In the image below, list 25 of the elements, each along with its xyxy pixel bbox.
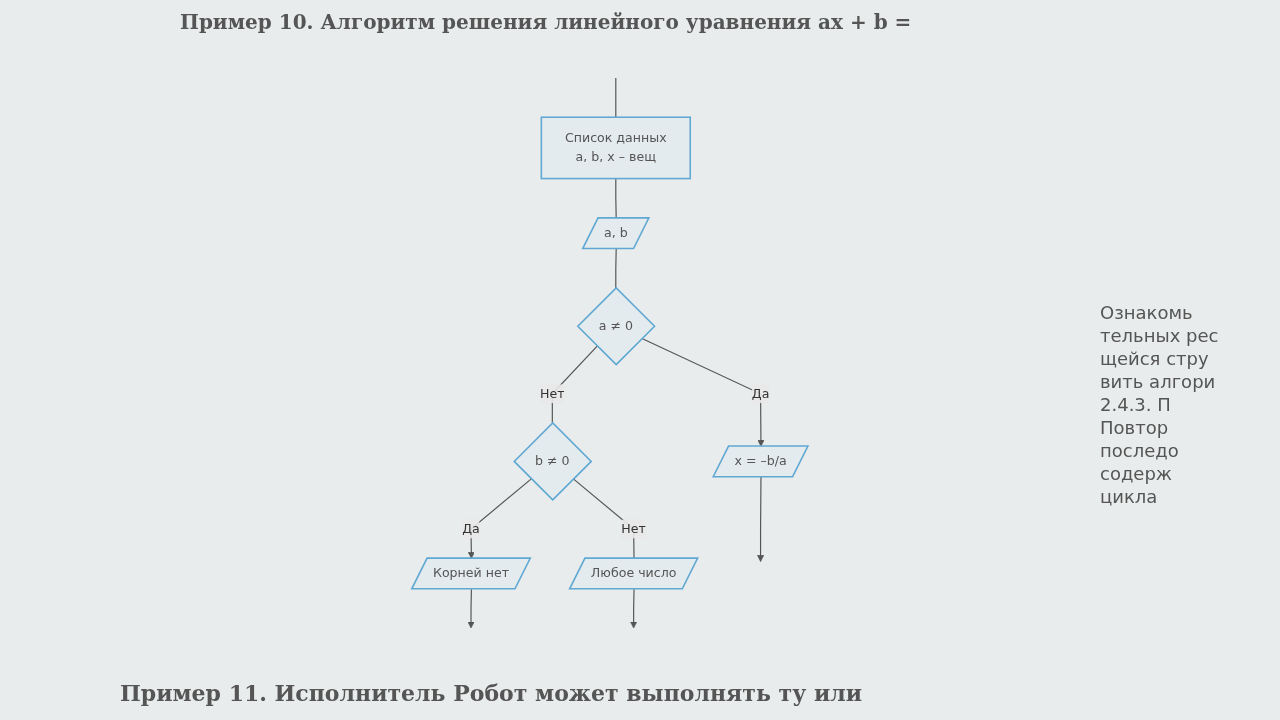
arrow: [641, 337, 765, 447]
edge-label: Нет: [621, 521, 647, 537]
arrow: [757, 476, 765, 562]
text-fragment: Повтор: [1100, 417, 1170, 438]
node-box: Список данных a, b, x – вещ: [540, 116, 692, 180]
text-fragment: вить алгори: [1100, 371, 1217, 392]
edge-label: Нет: [540, 385, 565, 401]
title: Пример 10. Алгоритм решения линейного уравнения ax + b =: [180, 10, 912, 34]
connector: [615, 248, 617, 289]
arrow: [468, 478, 533, 559]
text-fragment: 2.4.3. П: [1100, 394, 1172, 415]
text-fragment: последо: [1100, 440, 1180, 461]
node-diamond: a ≠ 0: [576, 286, 656, 366]
connector: [615, 77, 617, 118]
text-fragment: щейся стру: [1100, 348, 1210, 369]
arrow: [630, 588, 638, 629]
edge-label: Да: [751, 385, 770, 401]
text-fragment: Пример 11. Исполнитель Робот может выполнять ту или: [120, 680, 863, 706]
text-fragment: содерж: [1100, 463, 1174, 484]
edge-label: Да: [462, 521, 480, 537]
text-fragment: цикла: [1100, 486, 1159, 507]
text-fragment: Ознакомь: [1100, 302, 1194, 323]
node-diamond: b ≠ 0: [513, 421, 593, 501]
arrow: [467, 588, 475, 629]
text-fragment: тельных рес: [1100, 325, 1220, 346]
